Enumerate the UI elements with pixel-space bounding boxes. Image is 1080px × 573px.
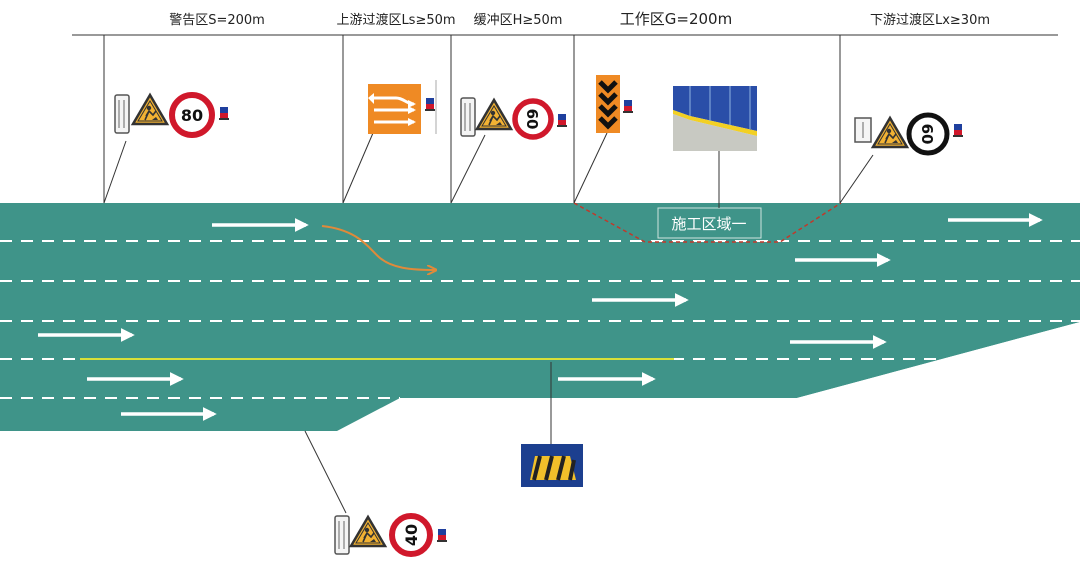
work-area-label: 施工区域一 (671, 215, 746, 233)
speed-limit-sign-icon: 60 (906, 112, 950, 156)
construction-warning-sign-icon (475, 98, 513, 131)
chevron-delineator-icon (596, 75, 620, 133)
construction-warning-sign-icon (871, 116, 909, 149)
leader-line (103, 140, 127, 204)
leader-lines (103, 132, 874, 514)
leader-line (573, 132, 608, 204)
side-plate-icon (114, 94, 130, 134)
traffic-arrows (38, 213, 1043, 421)
leader-line (304, 430, 347, 514)
zone-label-upstream-transition: 上游过渡区Ls≥50m (336, 12, 455, 28)
zone-label-buffer: 缓冲区H≥50m (474, 13, 563, 28)
construction-warning-sign-icon (349, 515, 387, 548)
leader-line (450, 134, 486, 204)
work-area-box (657, 207, 762, 239)
speed-limit-value: 40 (402, 524, 421, 546)
sign-group-chevron (596, 75, 633, 133)
warning-light-icon (219, 107, 229, 120)
side-plate-icon (460, 97, 476, 137)
water-barrier-icon (521, 444, 583, 487)
warning-light-icon (623, 100, 633, 113)
sign-group-arrow-board (368, 80, 437, 134)
lane-shift-arrow-board-icon (368, 84, 421, 134)
lane-change-arrow (321, 225, 435, 270)
leader-line (839, 154, 874, 204)
warning-light-icon (437, 529, 447, 542)
speed-limit-sign-icon: 80 (169, 92, 215, 138)
warning-light-icon (557, 114, 567, 127)
side-plate-icon (854, 117, 872, 143)
sign-group-ramp-40: 40 (334, 513, 447, 557)
work-zone-boundary (573, 202, 842, 243)
warning-light-icon (953, 124, 963, 137)
zone-dividers (72, 34, 1058, 203)
sign-group-warning-80: 80 (114, 92, 229, 138)
zone-label-work: 工作区G=200m (620, 10, 732, 28)
construction-warning-sign-icon (131, 93, 169, 126)
leader-line (342, 132, 374, 204)
zone-label-warning: 警告区S=200m (169, 12, 265, 28)
speed-limit-value: 80 (181, 106, 203, 125)
speed-limit-value: 60 (523, 109, 541, 130)
speed-limit-value: 60 (918, 124, 936, 145)
speed-limit-sign-icon: 60 (512, 98, 554, 140)
sign-group-warning-60: 60 (460, 97, 567, 140)
warning-light-icon (425, 98, 435, 111)
zone-label-downstream-transition: 下游过渡区Lx≥30m (870, 12, 990, 28)
road-edge-wedge (797, 322, 1080, 400)
sign-group-downstream-60: 60 (854, 112, 963, 156)
side-plate-icon (334, 515, 350, 555)
blue-fence-photo-icon (673, 86, 757, 151)
speed-limit-sign-icon: 40 (389, 513, 433, 557)
